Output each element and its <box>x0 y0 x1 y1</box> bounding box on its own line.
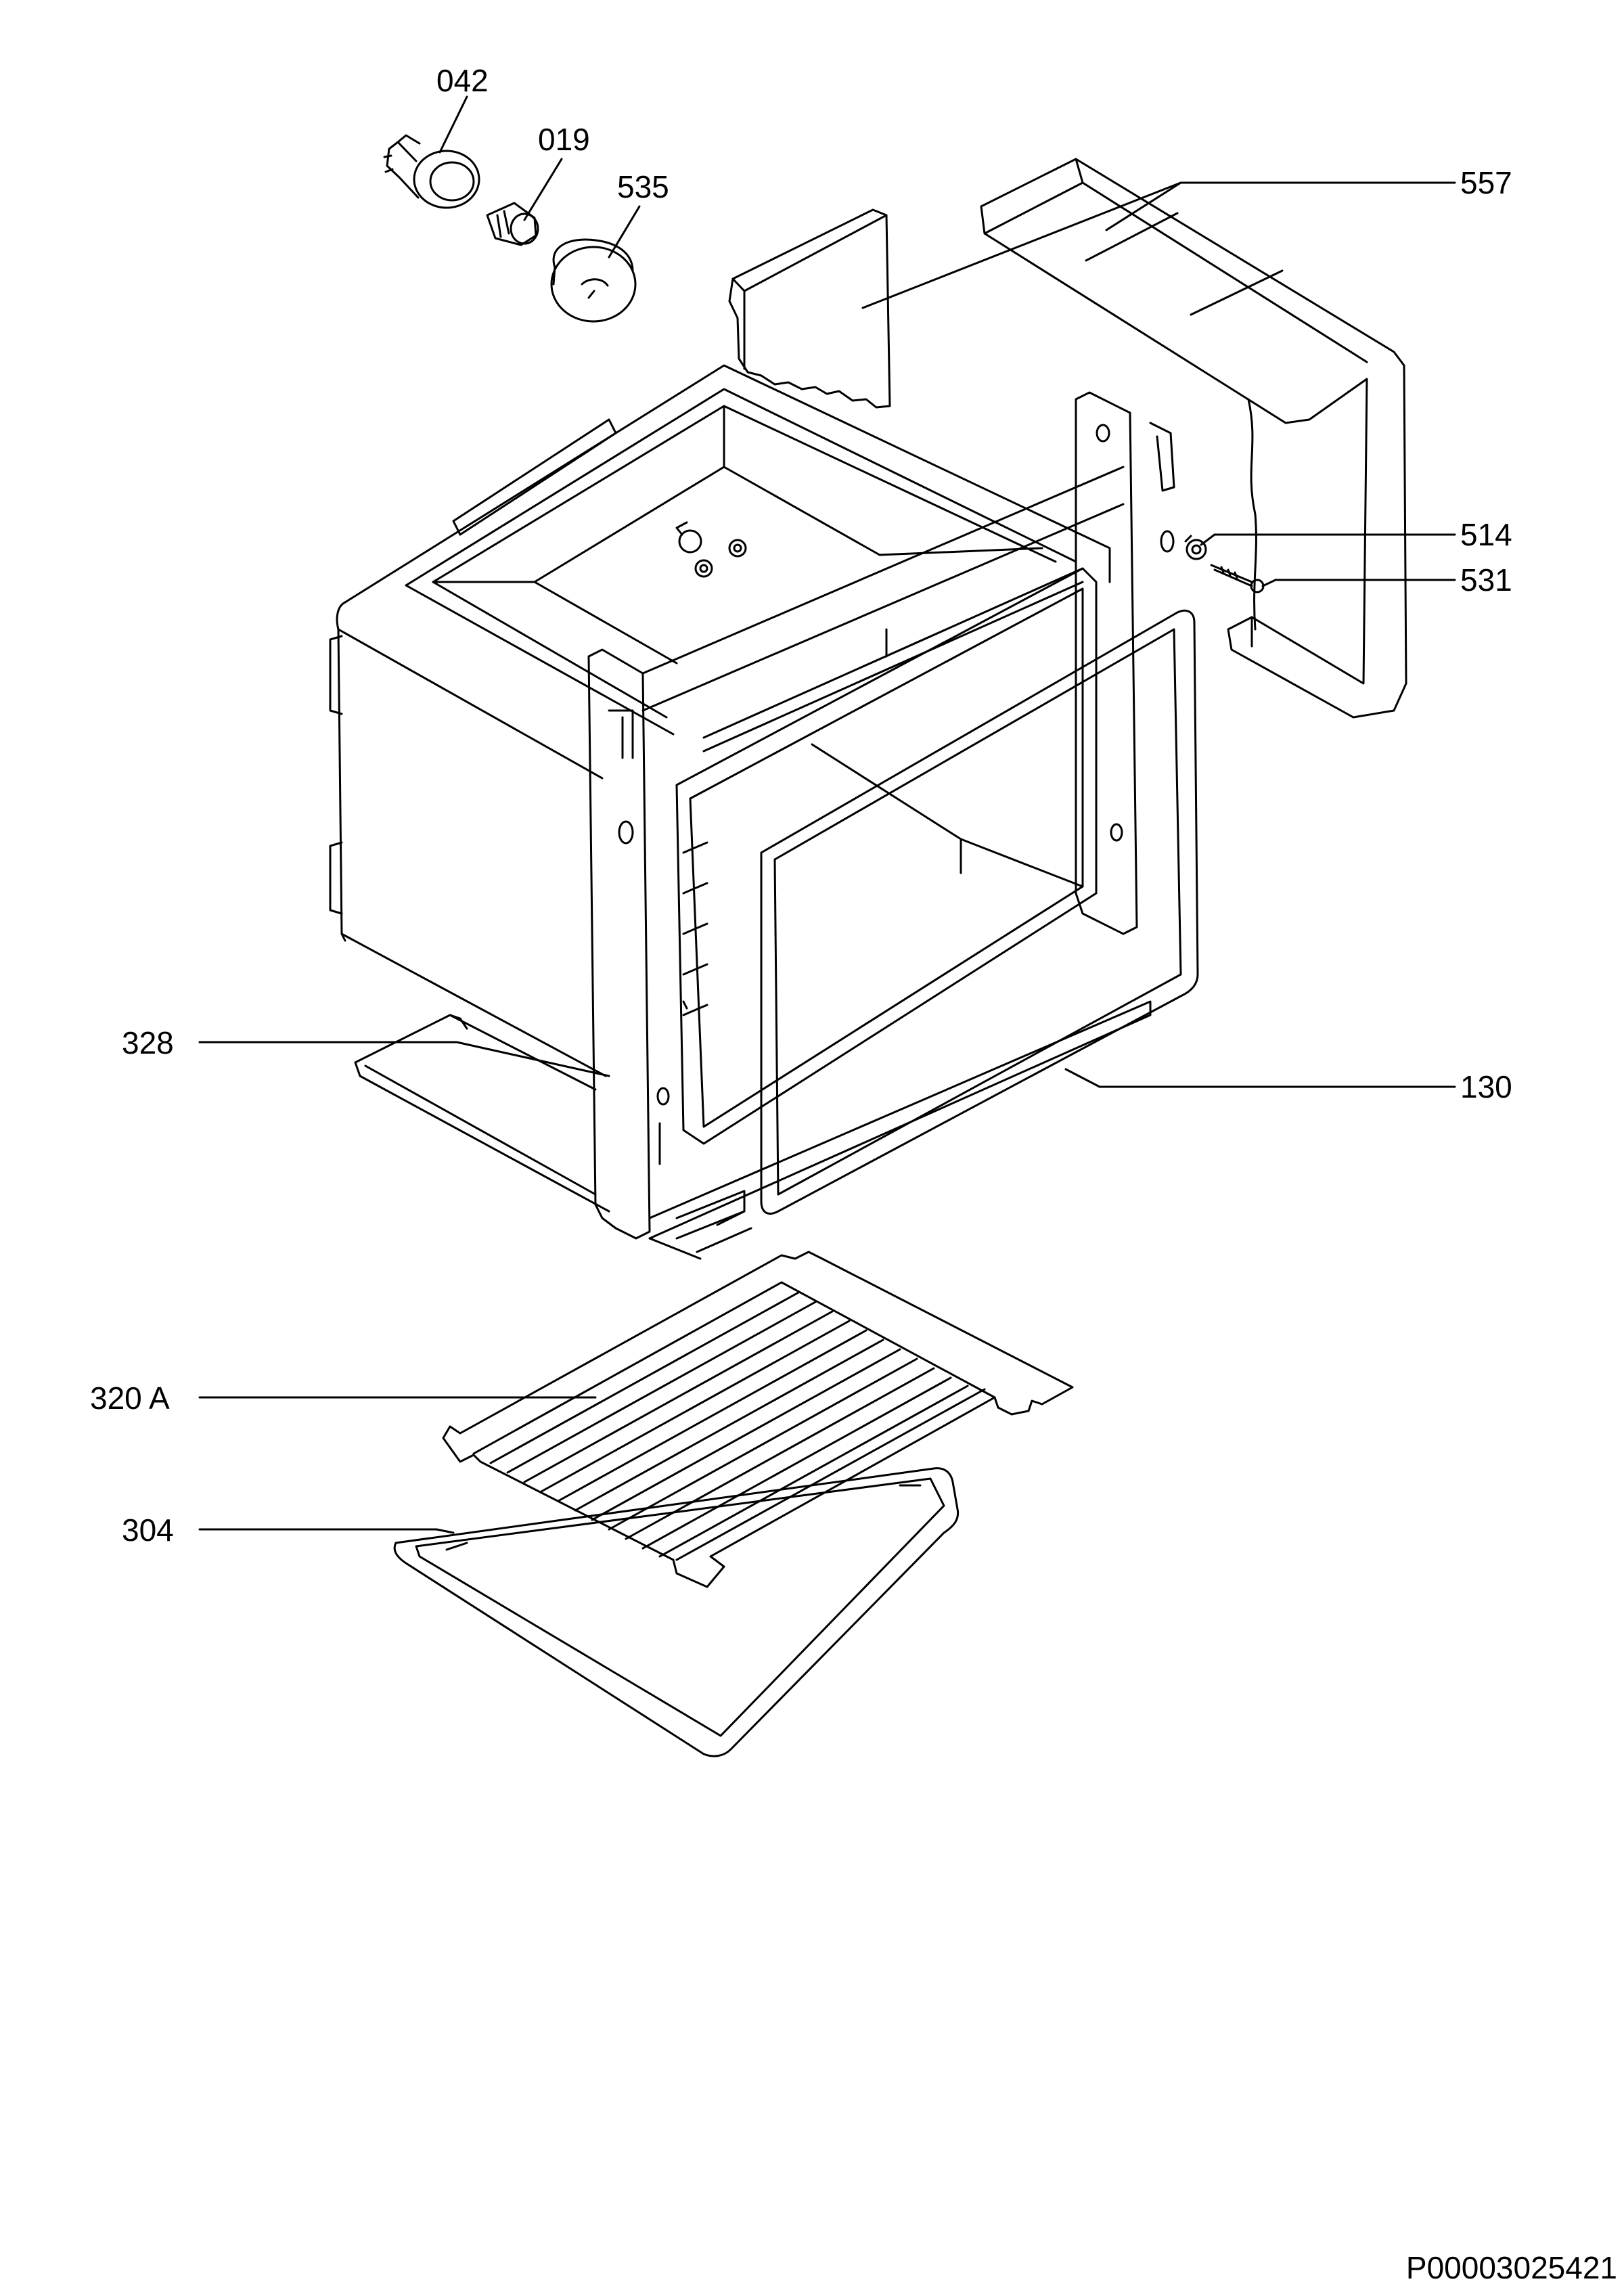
callout-304: 304 <box>122 1512 174 1548</box>
door-seal-130 <box>761 610 1198 1213</box>
callout-328: 328 <box>122 1025 174 1060</box>
tray-304 <box>394 1468 957 1756</box>
lamp-bulb-019 <box>487 203 538 245</box>
lamp-holder-042 <box>384 135 479 208</box>
bottom-plate-328 <box>355 1015 609 1211</box>
callout-531: 531 <box>1460 562 1512 598</box>
nut-514 <box>1186 536 1206 559</box>
insulation-557 <box>729 159 1406 717</box>
screw-531 <box>1211 565 1263 592</box>
callout-019: 019 <box>538 122 590 157</box>
leader-lines <box>198 95 1456 1534</box>
callout-557: 557 <box>1460 165 1512 200</box>
callout-514: 514 <box>1460 517 1512 552</box>
callout-535: 535 <box>617 169 669 204</box>
front-frame <box>589 392 1174 1238</box>
lamp-cover-535 <box>551 240 635 321</box>
oven-cavity <box>330 365 1110 1259</box>
callout-042: 042 <box>436 63 489 98</box>
callout-320a: 320 A <box>90 1380 170 1416</box>
callout-labels: 042 019 535 557 514 531 328 130 320 A 30… <box>90 63 1512 1548</box>
callout-130: 130 <box>1460 1069 1512 1104</box>
grill-element-320a <box>443 1252 1073 1587</box>
document-id: P00003025421 <box>1405 2250 1617 2285</box>
